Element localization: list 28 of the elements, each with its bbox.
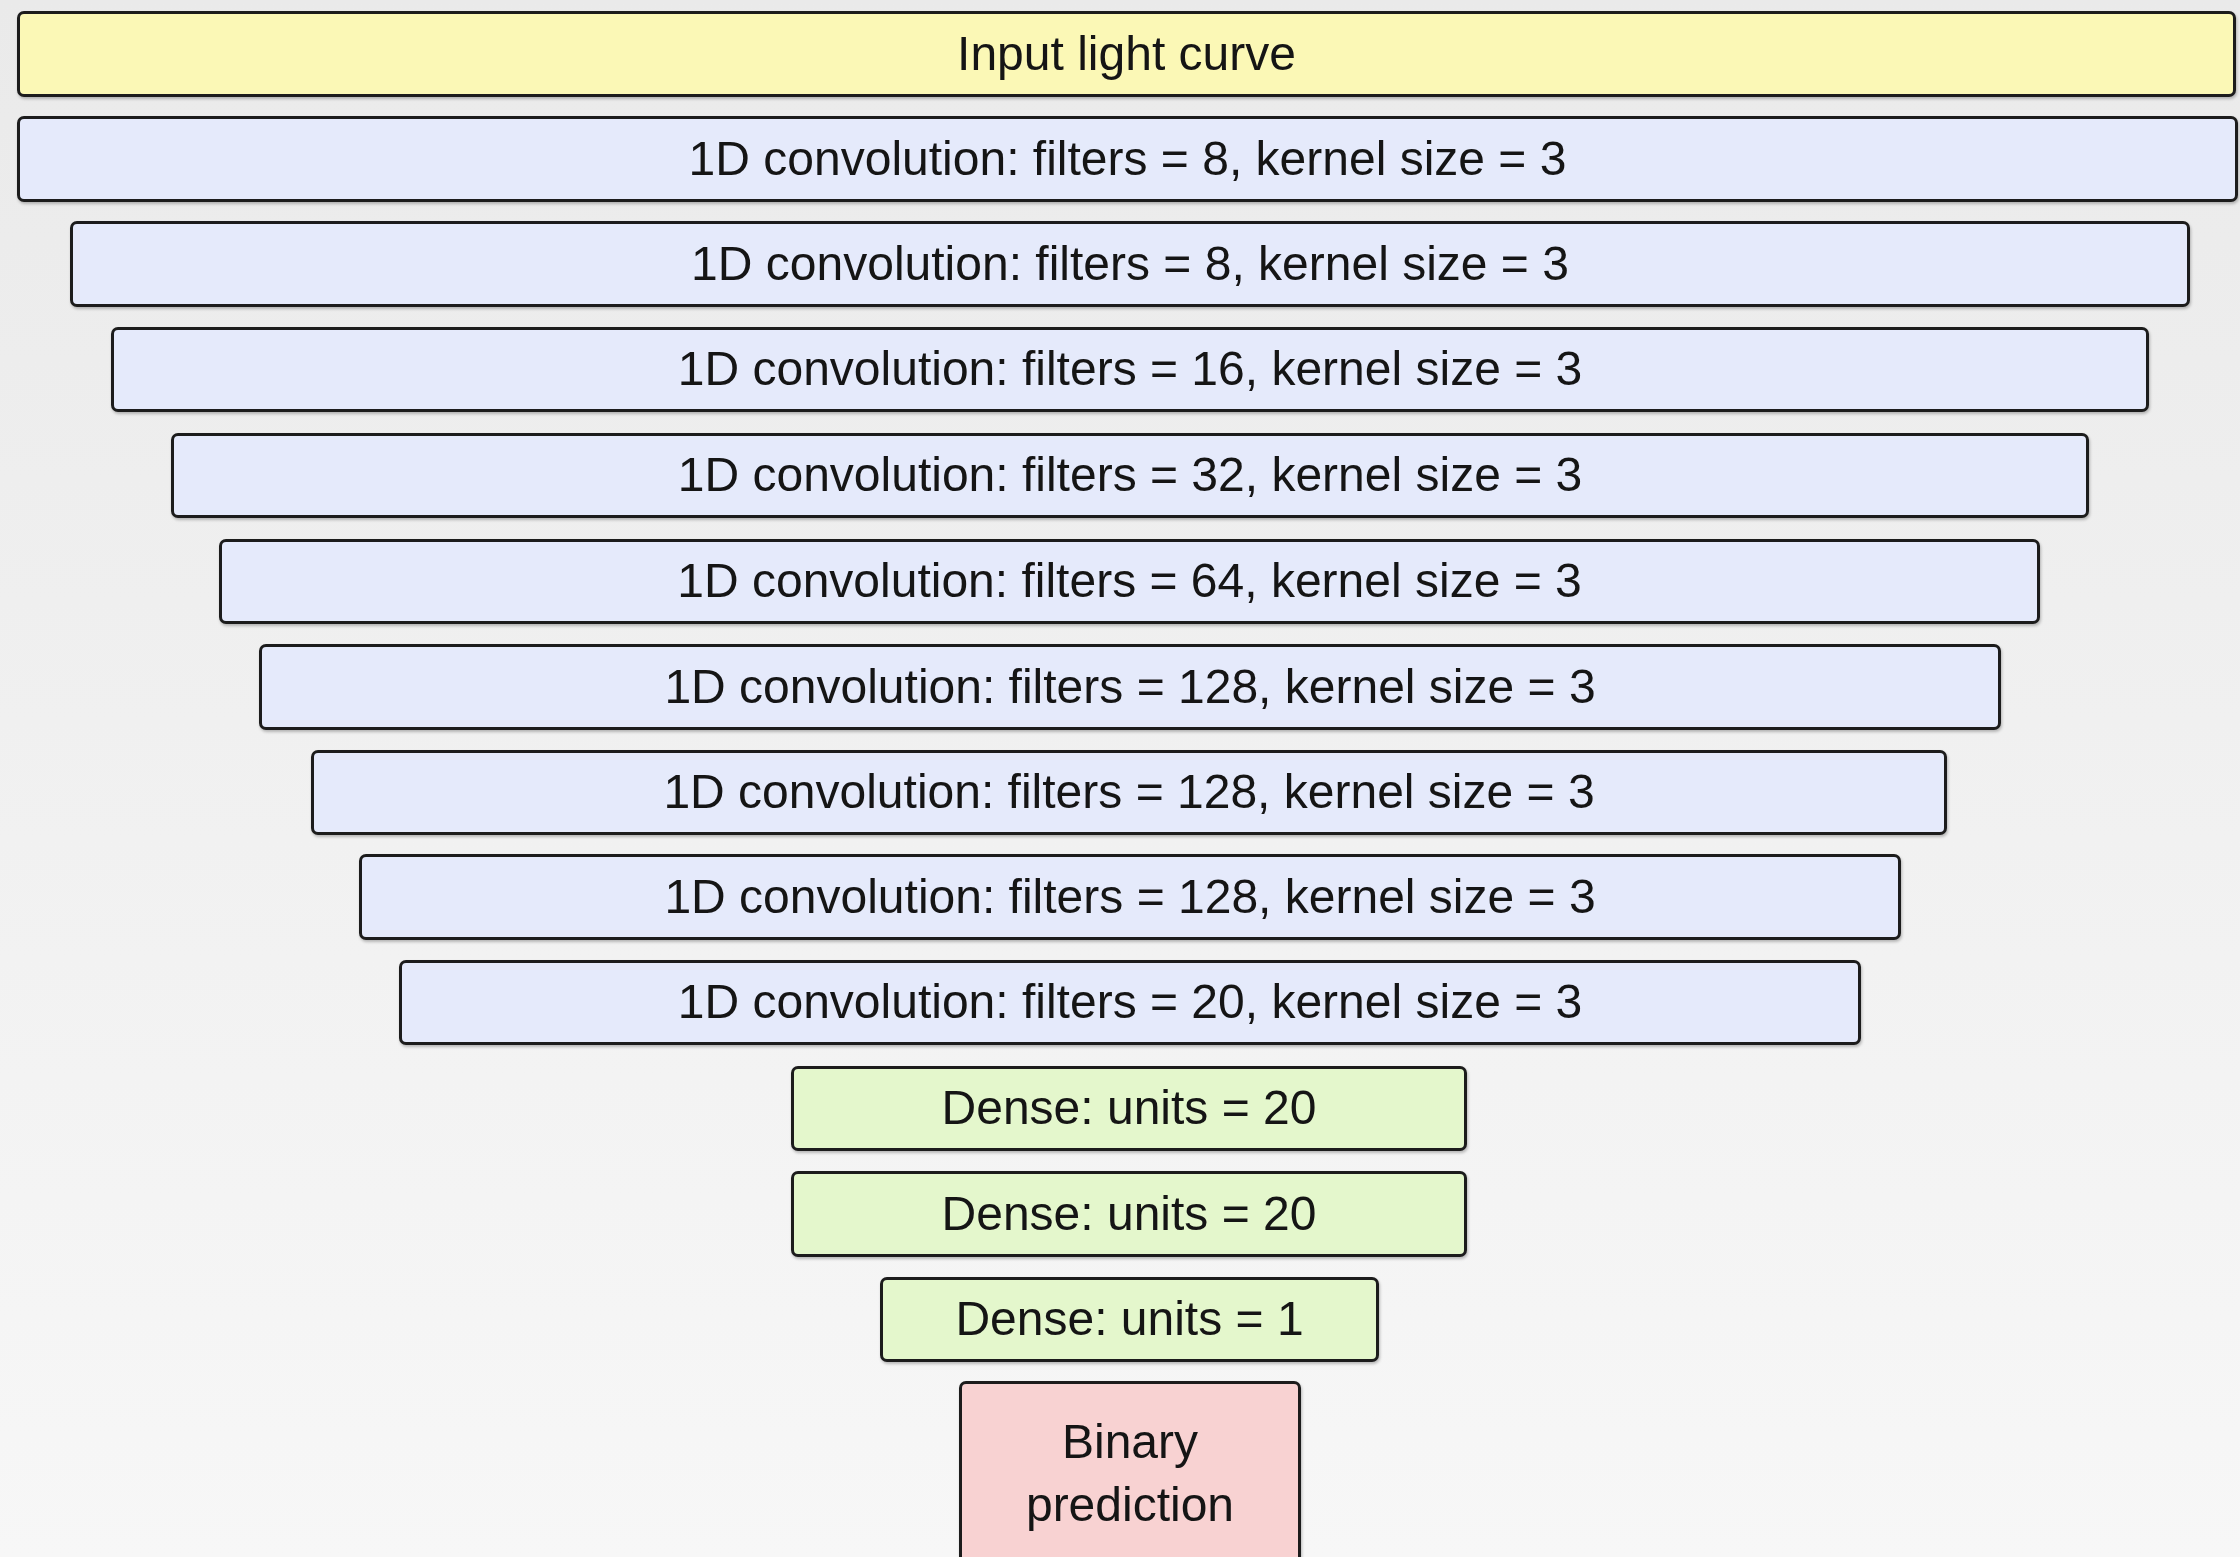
layer-label: Dense: units = 1 bbox=[955, 1291, 1304, 1348]
layer-label: Input light curve bbox=[957, 25, 1296, 82]
convolution-layer-box bbox=[359, 854, 1901, 940]
dense-layer-box bbox=[791, 1171, 1467, 1257]
convolution-layer-box bbox=[70, 221, 2190, 307]
layer-label: 1D convolution: filters = 128, kernel size = 3 bbox=[664, 868, 1596, 925]
layer-label: 1D convolution: filters = 128, kernel size = 3 bbox=[663, 764, 1595, 821]
input-layer-box bbox=[17, 11, 2236, 97]
layer-label: 1D convolution: filters = 128, kernel size = 3 bbox=[664, 658, 1596, 715]
layer-label: Binary prediction bbox=[1024, 1414, 1236, 1533]
layer-label: 1D convolution: filters = 8, kernel size = 3 bbox=[688, 130, 1567, 187]
layer-label: 1D convolution: filters = 8, kernel size = 3 bbox=[691, 235, 1569, 292]
convolution-layer-box bbox=[17, 116, 2238, 202]
layer-label: Dense: units = 20 bbox=[941, 1185, 1317, 1242]
convolution-layer-box bbox=[311, 750, 1947, 835]
convolution-layer-box bbox=[399, 960, 1861, 1045]
convolution-layer-box bbox=[111, 327, 2149, 412]
layer-label: 1D convolution: filters = 20, kernel size = 3 bbox=[677, 974, 1583, 1031]
dense-layer-box bbox=[880, 1277, 1379, 1362]
convolution-layer-box bbox=[259, 644, 2001, 730]
layer-label: Dense: units = 20 bbox=[941, 1080, 1317, 1137]
layer-label: 1D convolution: filters = 64, kernel size = 3 bbox=[677, 553, 1582, 610]
layer-label: 1D convolution: filters = 32, kernel size = 3 bbox=[677, 447, 1583, 504]
output-box bbox=[959, 1381, 1301, 1557]
dense-layer-box bbox=[791, 1066, 1467, 1151]
layer-label: 1D convolution: filters = 16, kernel size = 3 bbox=[677, 341, 1583, 398]
convolution-layer-box bbox=[171, 433, 2089, 518]
convolution-layer-box bbox=[219, 539, 2040, 624]
